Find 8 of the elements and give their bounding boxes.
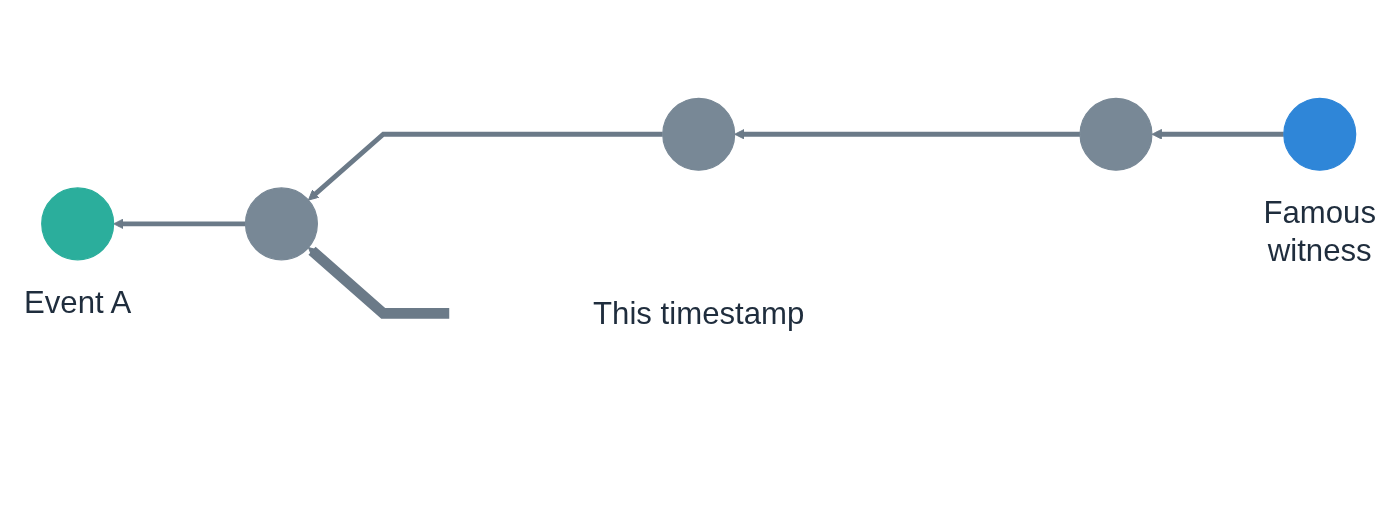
node-caption: Event A [24,284,132,320]
circle-node [244,187,318,261]
node-caption: Famous witness [1263,194,1376,269]
circle-node [41,187,115,261]
circle-node [662,97,736,171]
circle-node [1283,97,1357,171]
annotation-text: This timestamp [593,294,805,331]
circle-node [1079,97,1153,171]
